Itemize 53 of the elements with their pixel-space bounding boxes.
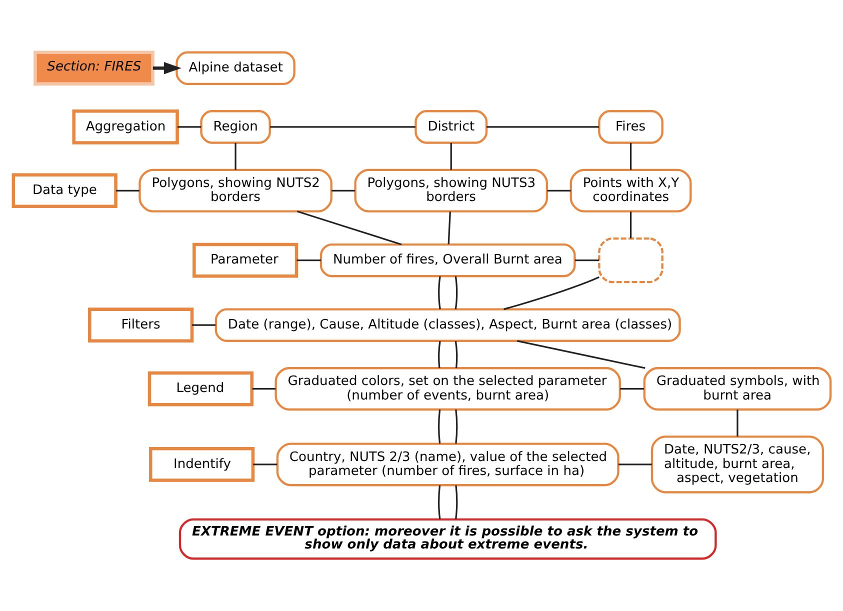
connector <box>252 464 277 466</box>
node-box: Polygons, showing NUTS2 borders <box>138 168 332 212</box>
connector <box>574 260 598 262</box>
arrow <box>152 62 181 74</box>
node-box: Polygons, showing NUTS3 borders <box>354 168 548 212</box>
node-box: Graduated symbols, with burnt area <box>642 367 832 411</box>
node-box: Number of fires, Overall Burnt area <box>319 243 576 278</box>
node-box: Indentify <box>148 447 254 482</box>
node-box: Date, NUTS2/3, cause, altitude, burnt area, aspect, vegetation <box>650 436 824 494</box>
connector <box>234 142 236 170</box>
connector <box>618 464 652 466</box>
connector <box>438 485 440 520</box>
node-box: Section: FIRES <box>33 50 154 86</box>
node-box: Date (range), Cause, Altitude (classes), Aspect, Burnt area (classes) <box>214 308 680 342</box>
node-box: Country, NUTS 2/3 (name), value of the selected parameter (number of fires, surface in ha) <box>276 442 619 486</box>
connector <box>447 212 450 244</box>
connector <box>454 410 458 444</box>
connector <box>296 260 320 262</box>
node-box: EXTREME EVENT option: moreover it is possible to ask the system to show only data about extreme events. <box>178 518 716 560</box>
connector <box>516 340 645 369</box>
connector <box>438 340 440 368</box>
node-box: Parameter <box>192 242 298 278</box>
connector <box>486 126 598 128</box>
connector <box>116 190 139 192</box>
connector <box>620 388 644 390</box>
node-box: Filters <box>88 308 194 343</box>
node-box: Fires <box>598 110 663 144</box>
node-box: Legend <box>147 371 253 406</box>
connector <box>270 126 415 128</box>
connector <box>454 340 458 368</box>
connector <box>503 276 599 310</box>
connector <box>736 410 738 436</box>
node-box: Graduated colors, set on the selected parameter (number of events, burnt area) <box>274 367 620 411</box>
node-box: Points with X,Y coordinates <box>569 168 692 212</box>
node-box: Alpine dataset <box>175 51 295 86</box>
connector <box>450 142 452 170</box>
node-box: Region <box>200 110 270 144</box>
node-box: Aggregation <box>72 110 178 144</box>
connector <box>546 190 570 192</box>
connector <box>438 276 440 310</box>
connector <box>454 276 458 310</box>
connector <box>629 142 632 170</box>
connector <box>296 210 402 246</box>
connector <box>438 410 440 444</box>
connector <box>192 324 216 326</box>
node-box <box>598 237 663 284</box>
connector <box>629 212 632 238</box>
connector <box>252 388 276 390</box>
connector <box>454 485 458 520</box>
node-box: Data type <box>11 173 117 208</box>
connector <box>331 190 354 192</box>
node-box: District <box>414 110 488 144</box>
connector <box>177 126 201 128</box>
